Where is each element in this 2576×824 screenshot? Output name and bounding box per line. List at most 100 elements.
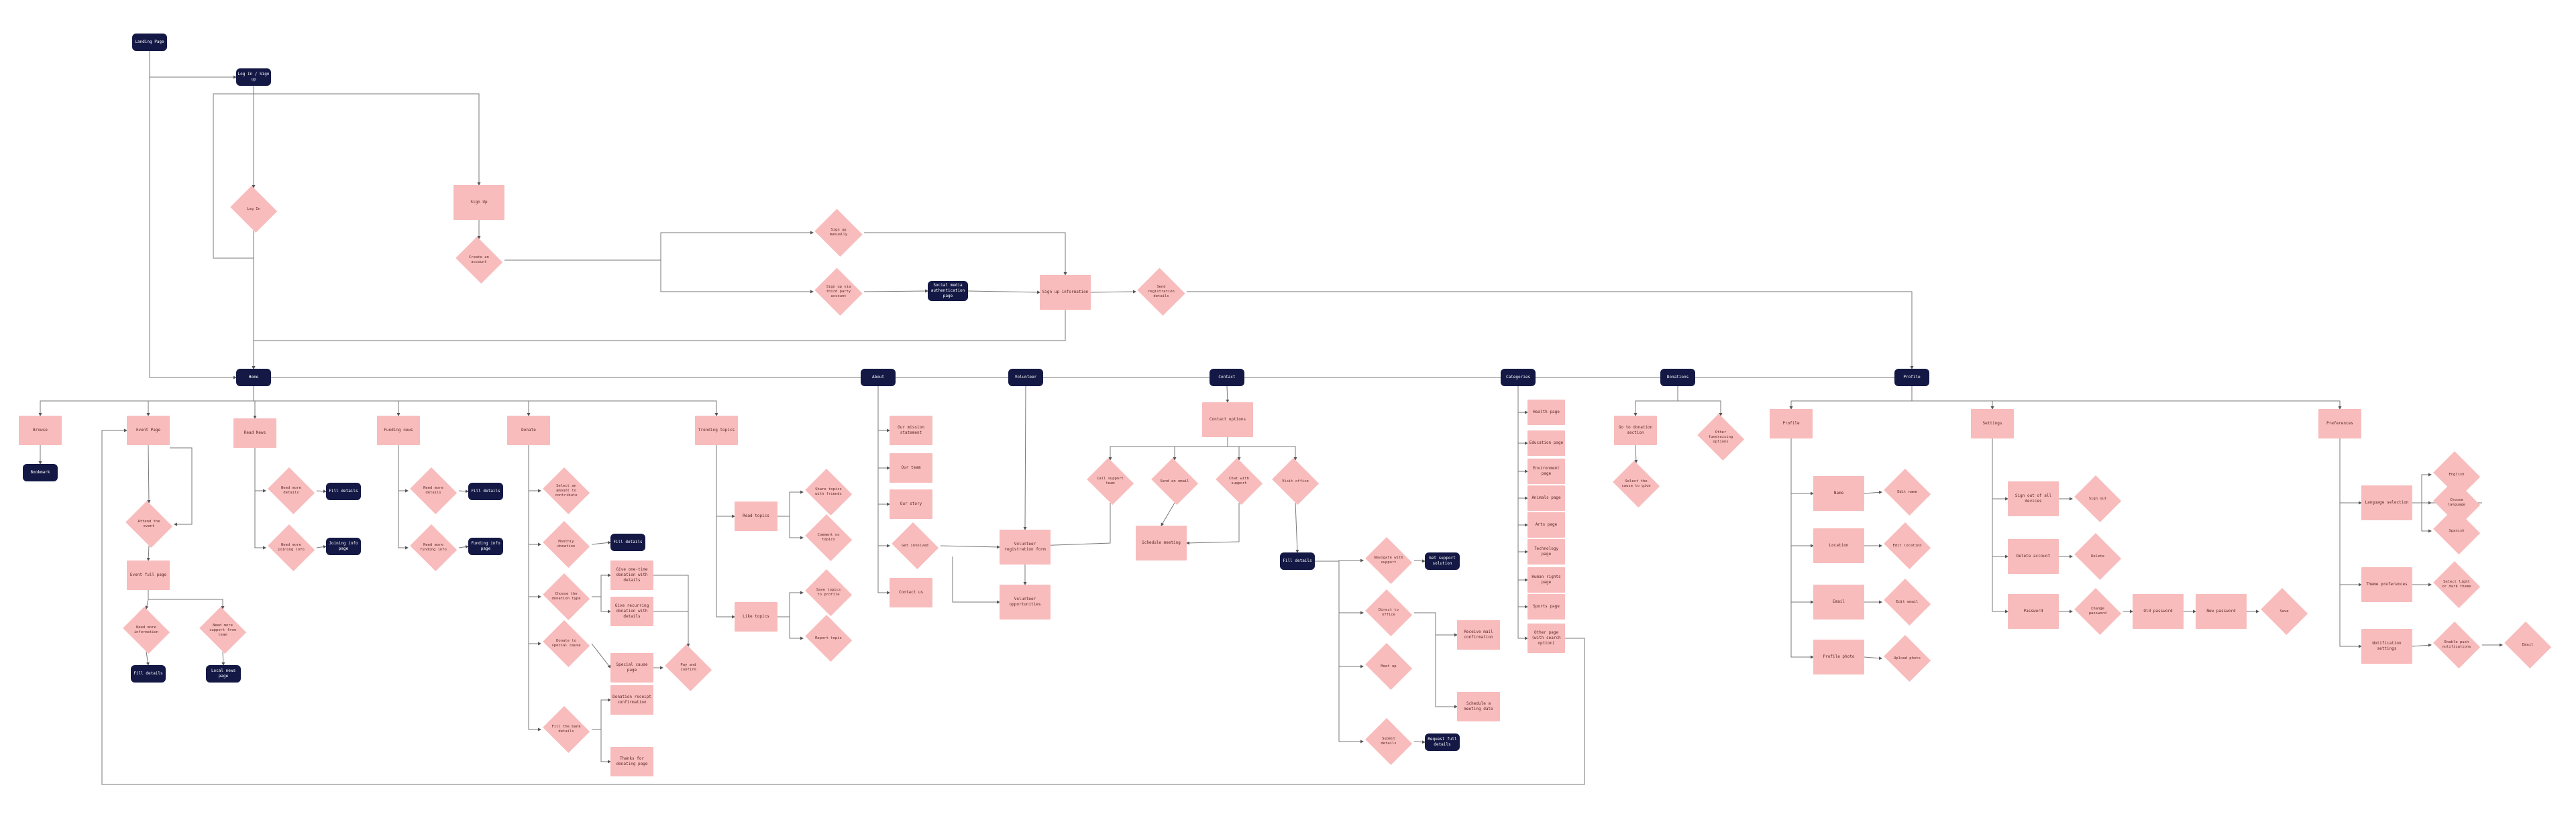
node-label: Go to donation section bbox=[1618, 425, 1653, 435]
flow-node-se-privacy-d: Delete bbox=[2072, 535, 2123, 578]
flow-node-pr-sms: Email bbox=[2502, 624, 2553, 666]
connector bbox=[591, 643, 611, 668]
flow-node-ct-meet: Schedule meeting bbox=[1136, 526, 1187, 561]
connector bbox=[2421, 503, 2432, 533]
flow-node-pr-en: English bbox=[2431, 453, 2482, 496]
node-label: Give recurring donation with details bbox=[614, 603, 649, 619]
connector bbox=[146, 545, 150, 561]
flow-node-login-signup: Log In / Sign up bbox=[236, 68, 271, 86]
node-label: Navigate with support bbox=[1374, 556, 1403, 565]
flow-node-social-auth: Social media authentication page bbox=[928, 281, 968, 301]
node-label: Language selection bbox=[2365, 500, 2409, 505]
flow-node-pf-photo-d: Upload photo bbox=[1882, 637, 1933, 680]
connector bbox=[777, 490, 804, 517]
node-label: Browse bbox=[33, 428, 48, 432]
node-label: Monthly donation bbox=[557, 540, 576, 548]
flow-node-ct-meetup: Meet up bbox=[1363, 645, 1414, 688]
node-label: Sign Up bbox=[470, 200, 488, 204]
flow-node-ct-mail2: Schedule a meeting date bbox=[1457, 692, 1500, 721]
connector bbox=[147, 445, 151, 504]
flow-node-dn-choose: Choose the donation type bbox=[541, 575, 592, 618]
flow-node-dn-causepage: Special cause page bbox=[610, 653, 653, 683]
connector bbox=[864, 232, 1067, 276]
connector bbox=[253, 86, 481, 186]
flow-node-se-save: Save bbox=[2259, 590, 2310, 633]
node-label: Volunteer opportunities bbox=[1009, 597, 1041, 607]
flow-node-tp-like: Like topics bbox=[735, 602, 777, 632]
node-label: Arts page bbox=[1535, 522, 1558, 527]
flow-node-cat-6: Technology page bbox=[1527, 539, 1565, 565]
flow-node-h-fill: Fill details bbox=[131, 665, 166, 683]
flow-node-ab-mission: Our mission statement bbox=[890, 416, 932, 445]
connector bbox=[1338, 561, 1364, 615]
connector bbox=[1226, 386, 1230, 403]
flow-node-tp-save: Save topics to profile bbox=[803, 571, 854, 614]
node-label: Fill the bank details bbox=[551, 725, 581, 733]
connector bbox=[1864, 490, 1882, 494]
flow-node-ct-nav-dark: Get support solution bbox=[1425, 552, 1460, 570]
connector bbox=[254, 400, 531, 416]
connector bbox=[716, 516, 735, 619]
node-label: Sign up via third party account bbox=[826, 284, 851, 298]
connector bbox=[1912, 400, 1994, 410]
node-label: English bbox=[2449, 472, 2465, 477]
node-label: Categories bbox=[1505, 375, 1531, 379]
flow-node-h-need-sure: Need more information bbox=[121, 609, 172, 652]
node-label: Need more funding info bbox=[420, 543, 447, 552]
flow-node-tp-report: Report topic bbox=[803, 617, 854, 660]
node-label: Submit details bbox=[1381, 737, 1397, 746]
flow-node-profile: Profile bbox=[1894, 369, 1929, 386]
flow-node-pr-pref: Preferences bbox=[2318, 409, 2361, 438]
flow-node-pr-theme-d: Select light or dark theme bbox=[2431, 563, 2482, 606]
node-label: Log In / Sign up bbox=[237, 72, 270, 82]
node-label: Profile photo bbox=[1823, 654, 1855, 659]
node-label: Funding news bbox=[384, 428, 413, 432]
node-label: Event Page bbox=[136, 428, 161, 432]
node-label: Change password bbox=[2088, 607, 2107, 615]
connector bbox=[777, 591, 804, 617]
flow-node-dn-select: Select an amount to contribute bbox=[541, 469, 592, 512]
node-label: Fill details bbox=[471, 489, 500, 493]
flow-node-h-attend: Attend the event bbox=[123, 503, 174, 546]
flow-node-ct-call: Call support team bbox=[1085, 460, 1136, 503]
flow-node-donations: Donations bbox=[1660, 369, 1695, 386]
flow-node-h-eventpage: Event Page bbox=[127, 416, 170, 445]
node-label: Log In bbox=[247, 207, 260, 211]
node-label: Social media authentication page bbox=[930, 283, 965, 298]
flow-node-ab-contact: Contact us bbox=[890, 578, 932, 607]
flow-node-volunteer: Volunteer bbox=[1008, 369, 1043, 386]
flow-node-tp-comment: Comment on topics bbox=[803, 516, 854, 559]
node-label: Choose the donation type bbox=[551, 592, 581, 601]
node-label: Sign up manually bbox=[829, 228, 848, 237]
flow-node-cat-9: Other page (with search option) bbox=[1527, 624, 1565, 653]
node-label: Technology page bbox=[1534, 546, 1559, 556]
node-label: Email bbox=[1832, 599, 1845, 604]
node-label: Select the cause to give bbox=[1621, 479, 1651, 488]
flow-node-rn-join: Need more joining info bbox=[266, 526, 317, 569]
flow-node-fn-fill: Fill details bbox=[468, 483, 503, 500]
node-label: Volunteer registration form bbox=[1004, 542, 1046, 552]
node-label: Attend the event bbox=[138, 520, 160, 528]
connector bbox=[863, 289, 928, 293]
connector bbox=[1633, 386, 1678, 416]
flow-node-h-donate: Donate bbox=[507, 416, 550, 445]
connector bbox=[1435, 613, 1458, 709]
connector bbox=[145, 599, 149, 609]
connector bbox=[967, 290, 1040, 294]
flow-node-rn-more: Need more details bbox=[266, 469, 317, 512]
node-label: Send an email bbox=[1160, 479, 1189, 483]
connector bbox=[213, 93, 256, 369]
node-label: Direct to office bbox=[1379, 608, 1399, 617]
connector bbox=[170, 447, 193, 526]
node-label: Our story bbox=[900, 502, 922, 506]
flow-node-do-other: Other fundraising options bbox=[1695, 416, 1746, 459]
connector bbox=[398, 491, 409, 550]
flow-node-vo-oppor: Volunteer opportunities bbox=[1000, 585, 1051, 620]
connector bbox=[592, 573, 611, 597]
flow-node-pr-theme: Theme preferences bbox=[2361, 567, 2412, 602]
connector bbox=[146, 400, 254, 416]
connector bbox=[1678, 400, 1723, 416]
node-label: Chat with support bbox=[1229, 477, 1249, 485]
node-label: Notification settings bbox=[2372, 641, 2402, 651]
connector bbox=[1992, 438, 2008, 613]
